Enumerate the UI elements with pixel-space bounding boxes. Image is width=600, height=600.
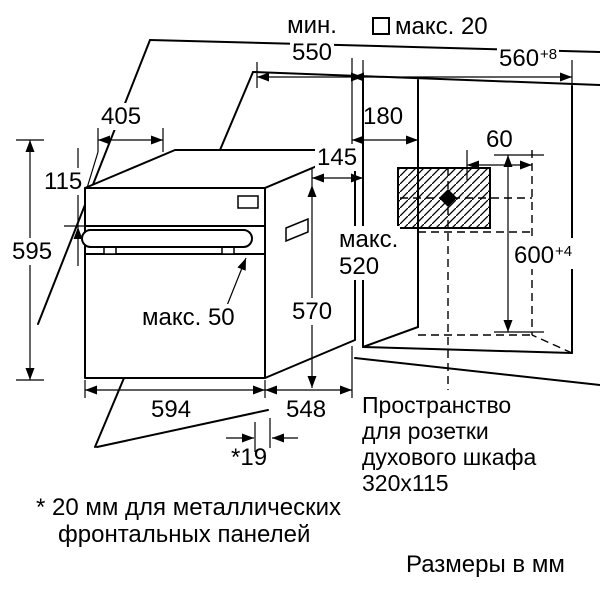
dim-label-600: 600+4 bbox=[512, 238, 575, 269]
dim-label-595: 595 bbox=[10, 238, 55, 265]
dim-label-19: *19 bbox=[231, 444, 268, 471]
units-note: Размеры в мм bbox=[406, 551, 565, 578]
dim-label-60: 60 bbox=[486, 126, 513, 153]
socket-note-line3: духового шкафа bbox=[362, 444, 537, 470]
footnote: * 20 мм для металлических фронтальных па… bbox=[36, 494, 341, 548]
footnote-line2: фронтальных панелей bbox=[58, 521, 311, 548]
socket-note-line4: 320x115 bbox=[362, 470, 449, 496]
dim-label-548: 548 bbox=[286, 396, 327, 423]
niche-height-tolerance: +4 bbox=[555, 243, 573, 260]
dim-label-min-550: мин. 550 bbox=[266, 12, 358, 66]
oven-handle bbox=[81, 229, 253, 248]
min-prefix: мин. bbox=[285, 12, 339, 39]
dim-label-570: 570 bbox=[290, 298, 335, 325]
footnote-line1: * 20 мм для металлических bbox=[36, 494, 342, 521]
dim-label-115: 115 bbox=[42, 168, 85, 195]
niche-width-value: 560 bbox=[499, 45, 540, 72]
max-depth-prefix: макс. bbox=[339, 226, 399, 253]
socket-note-line2: для розетки bbox=[362, 418, 489, 444]
control-display bbox=[237, 195, 259, 209]
socket-area-hatch bbox=[397, 167, 491, 229]
connection-point-icon bbox=[439, 189, 457, 207]
dim-label-560: 560+8 bbox=[497, 41, 560, 72]
min-value: 550 bbox=[289, 39, 335, 66]
dim-label-max-520: макс. 520 bbox=[337, 226, 401, 280]
socket-note-line1: Пространство bbox=[362, 392, 512, 418]
front-panel-square-icon bbox=[372, 17, 390, 35]
dim-label-max-20: макс. 20 bbox=[395, 13, 488, 40]
dim-label-145: 145 bbox=[315, 144, 360, 171]
max-depth-value: 520 bbox=[339, 253, 380, 280]
dim-label-405: 405 bbox=[99, 103, 144, 130]
socket-space-note: Пространство для розетки духового шкафа … bbox=[362, 392, 536, 496]
dim-label-180: 180 bbox=[363, 103, 404, 130]
oven-drawing bbox=[81, 149, 356, 379]
dim-label-594: 594 bbox=[151, 396, 192, 423]
dimension-lines bbox=[25, 72, 572, 443]
dim-label-max-50: макс. 50 bbox=[140, 304, 237, 331]
niche-width-tolerance: +8 bbox=[540, 46, 558, 63]
niche-height-value: 600 bbox=[514, 242, 555, 269]
